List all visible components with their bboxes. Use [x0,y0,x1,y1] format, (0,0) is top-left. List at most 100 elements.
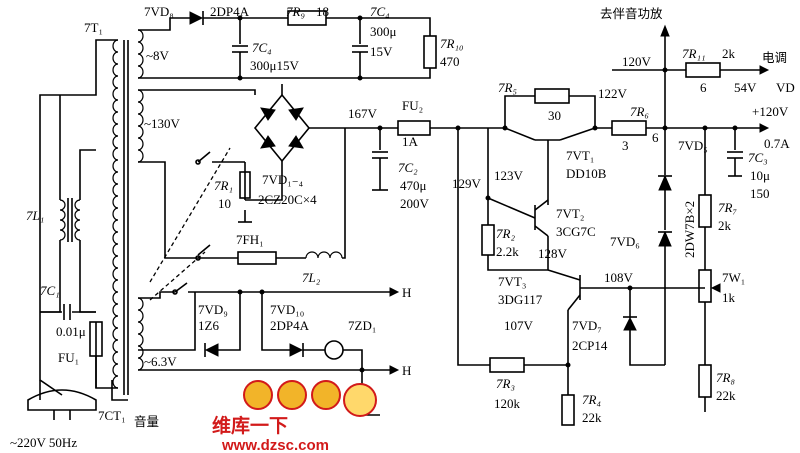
line-filter [27,39,118,420]
label-v128: 128V [538,246,568,261]
label-transformer: 7T₁ [84,20,103,35]
label-r4-val: 22k [582,410,602,425]
label-r10-val: 470 [440,54,460,69]
label-c3: 7C₃ [748,150,768,165]
label-fu2-val: 1A [402,134,419,149]
label-vt2: 7VT₂ [556,206,584,221]
label-vd9-val: 1Z6 [198,318,219,333]
label-r1-val: 10 [218,196,231,211]
label-vd-out: VD [776,80,795,95]
label-vd8: 7VD₈ [144,4,174,19]
label-vd7-val: 2CP14 [572,338,608,353]
labels: 7T₁ 7CT₁ 音量 ~220V 50Hz 7L₁ 7C₁ 0.01μ FU₁… [10,4,795,450]
label-ac8: ~8V [146,48,170,63]
label-vd10: 7VD₁₀ [270,302,304,317]
label-v54: 54V [734,80,757,95]
label-a07: 0.7A [764,136,790,151]
label-ac63: ~6.3V [144,354,177,369]
watermark-url: www.dzsc.com [221,437,329,453]
secondary-63v [137,282,400,416]
label-c2-v2: 200V [400,196,430,211]
label-vd6: 7VD₆ [610,234,640,249]
label-r6: 7R₆ [630,104,649,119]
label-vt3: 7VT₃ [498,274,526,289]
label-node6: 6 [652,130,659,145]
label-vd14: 7VD₁₋₄ [262,172,304,187]
label-c4-top-v1: 300μ [370,24,397,39]
label-vd9: 7VD₉ [198,302,228,317]
label-L1: 7L₁ [26,208,44,223]
label-h2: H [402,363,411,378]
secondary-8v [137,10,437,81]
label-v107: 107V [504,318,534,333]
label-v120: 120V [622,54,652,69]
label-v129: 129V [452,176,482,191]
label-v167: 167V [348,106,378,121]
label-c2: 7C₂ [398,160,418,175]
label-r7-val: 2k [718,218,732,233]
label-v123: 123V [494,168,524,183]
label-L2: 7L₂ [302,270,321,285]
label-r7: 7R₇ [718,200,737,215]
regulator [345,24,770,426]
ct1-line [111,380,128,401]
label-FU1: FU₁ [58,350,79,365]
label-vd10-val: 2DP4A [270,318,310,333]
label-r8: 7R₈ [716,370,735,385]
label-r11: 7R₁₁ [682,46,705,61]
label-ac130: ~130V [144,116,181,131]
label-fh1: 7FH₁ [236,232,264,247]
label-r2-val: 2.2k [496,244,519,259]
label-r4: 7R₄ [582,392,601,407]
label-node6b: 6 [700,80,707,95]
label-r9-val: 18 [316,4,329,19]
label-vd7: 7VD₇ [572,318,602,333]
watermark-brand: 维库一下 [212,414,288,437]
ganged-switch-link [149,147,231,301]
label-c4-top-v2: 15V [370,44,393,59]
label-r9: 7R₉ [286,4,305,19]
label-bridge: 2CZ20C×4 [258,192,317,207]
label-dp4a: 2DP4A [210,4,250,19]
label-r2: 7R₂ [496,226,515,241]
label-h1: H [402,285,411,300]
label-vt2-val: 3CG7C [556,224,596,239]
label-mains: ~220V 50Hz [10,435,77,450]
label-r6-val: 3 [622,138,629,153]
label-r3-val: 120k [494,396,521,411]
label-v122: 122V [598,86,628,101]
label-v120out: +120V [752,104,789,119]
primary-winding [112,39,129,395]
label-r5-val: 30 [548,108,561,123]
label-w1-val: 1k [722,290,736,305]
label-c4-top: 7C₄ [370,4,390,19]
label-w1: 7W₁ [722,270,745,285]
label-r10: 7R₁₀ [440,36,463,51]
label-tuning: 电调 [762,50,787,65]
label-C1: 7C₁ [40,283,60,298]
label-r3: 7R₃ [496,376,515,391]
label-c4-left: 7C₄ [252,40,272,55]
label-r8-val: 22k [716,388,736,403]
label-vd5: 7VD₅ [678,138,708,153]
label-r1: 7R₁ [214,178,233,193]
label-r11-val: 2k [722,46,736,61]
label-r5: 7R₅ [498,80,517,95]
label-zd1: 7ZD₁ [348,318,376,333]
label-vt1-val: DD10B [566,166,607,181]
label-c3-v2: 150 [750,186,770,201]
label-volume: 音量 [134,414,159,429]
label-c2-v1: 470μ [400,178,427,193]
label-C1-val: 0.01μ [56,324,86,339]
label-to-amp: 去伴音功放 [600,6,663,21]
watermark: 维库一下 www.dzsc.com [212,380,377,453]
label-vt1: 7VT₁ [566,148,594,163]
label-vt3-val: 3DG117 [498,292,543,307]
secondary-130v [137,84,346,265]
label-ct: 7CT₁ [98,408,126,423]
label-zener: 2DW7B×2 [682,201,697,258]
label-fu2: FU₂ [402,98,423,113]
label-c4-left-val: 300μ15V [250,58,299,73]
